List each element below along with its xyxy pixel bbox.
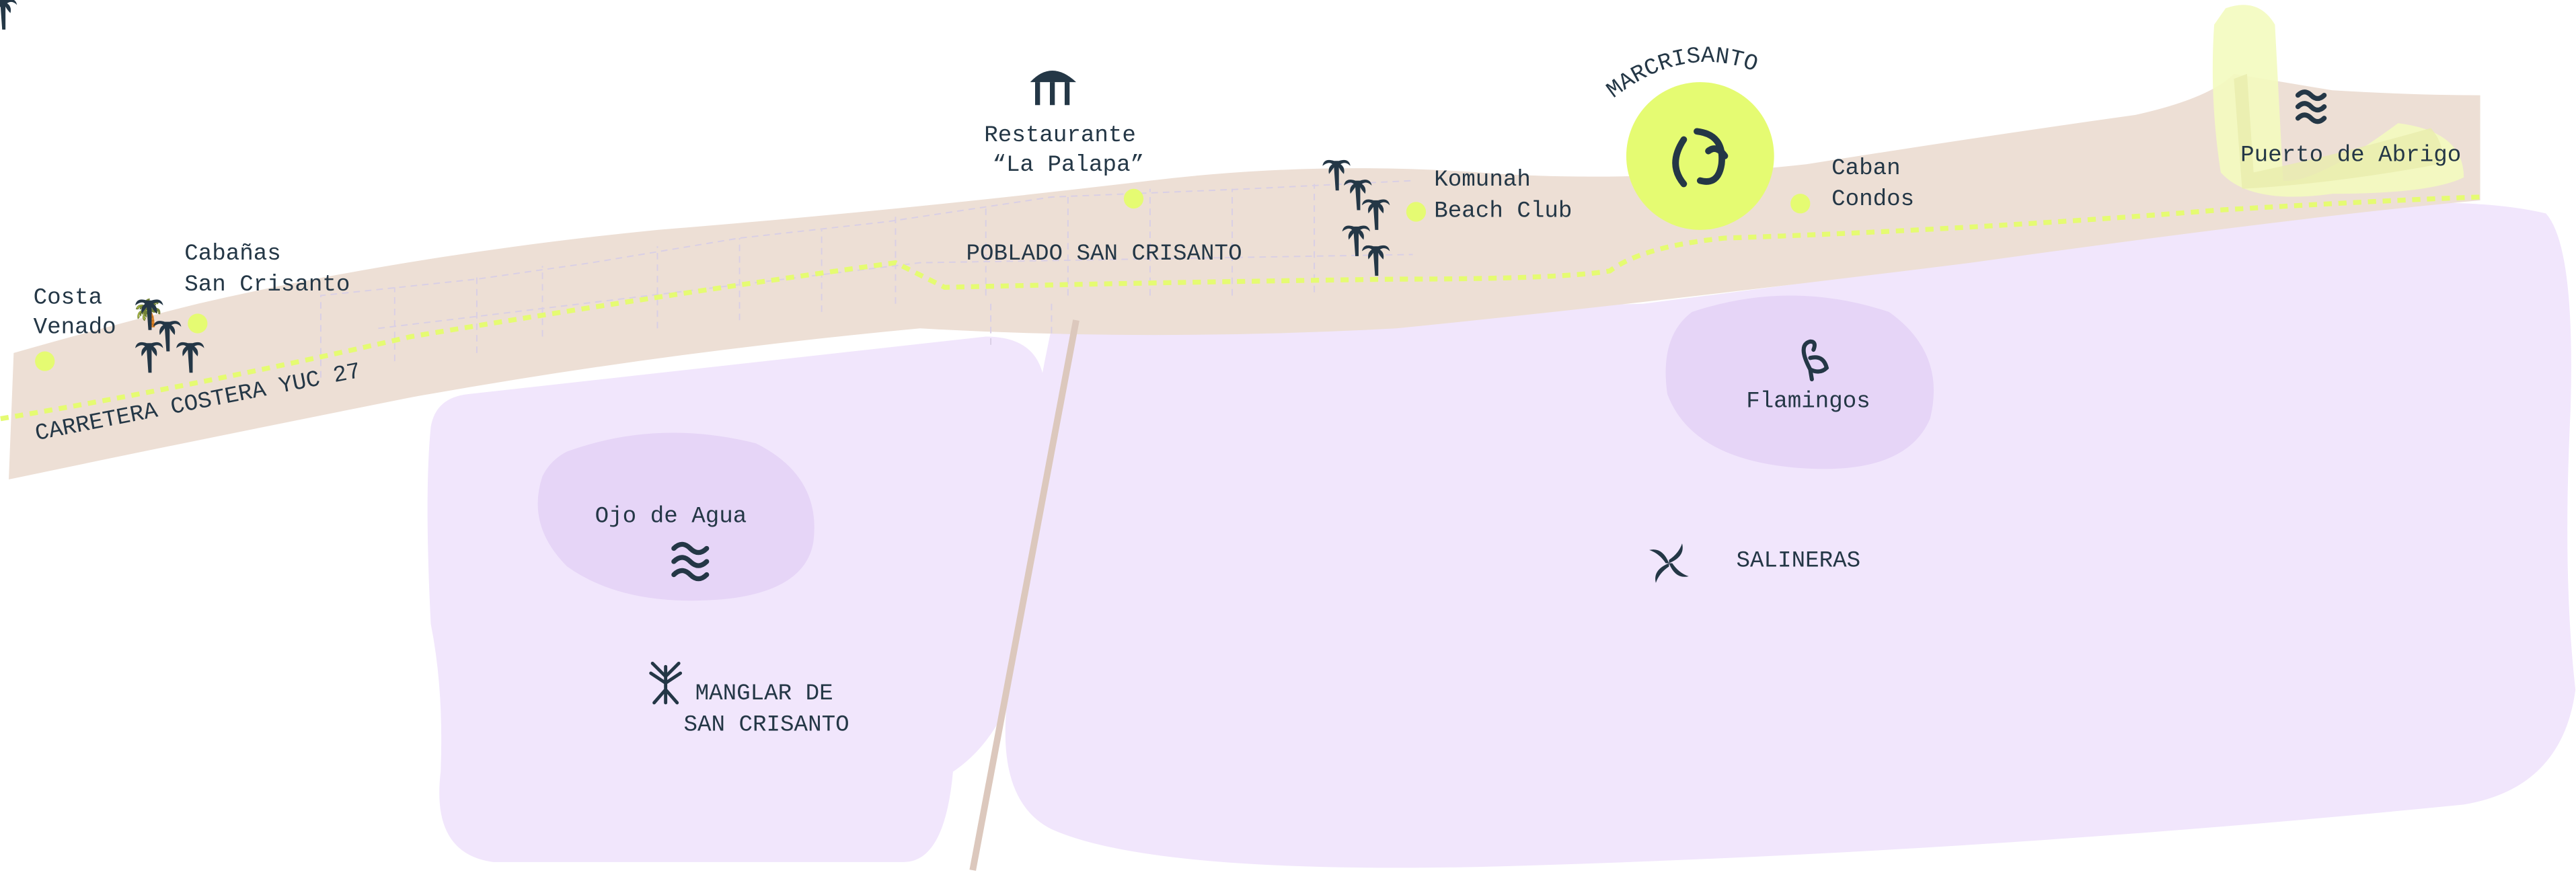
puerto-inner [2234, 73, 2442, 189]
mangrove-icon [649, 661, 683, 705]
label-komunah-2: Beach Club [1434, 198, 1572, 224]
marcrisanto-marker[interactable] [1626, 82, 1774, 230]
label-cabanas-2: San Crisanto [184, 272, 350, 298]
ojo-de-agua-pond [537, 432, 815, 601]
label-condos: Condos [1831, 187, 1914, 213]
flamingos-pond [1665, 295, 1934, 469]
label-restaurante: Restaurante [984, 123, 1136, 149]
costa-venado-marker[interactable] [35, 351, 55, 371]
coastal-land [9, 73, 2480, 479]
label-cabanas: Cabañas [184, 241, 281, 267]
marcrisanto-logo-icon [1672, 128, 1729, 188]
waves-icon-puerto [2295, 89, 2327, 124]
label-caban: Caban [1831, 156, 1901, 182]
waves-icon-ojo [671, 541, 710, 582]
label-komunah: Komunah [1434, 167, 1531, 193]
caban-condos-marker[interactable] [1790, 194, 1811, 214]
palapa-icon [1030, 70, 1077, 106]
cabanas-marker[interactable] [188, 313, 208, 334]
label-poblado: POBLADO SAN CRISANTO [966, 241, 1242, 267]
highway-line [0, 194, 2480, 422]
label-costa-venado-2: Venado [34, 315, 116, 341]
label-salineras: SALINERAS [1737, 548, 1861, 574]
dirt-road [969, 319, 1079, 871]
label-restaurante-2: “La Palapa” [993, 153, 1145, 178]
flamingo-icon [1801, 339, 1829, 382]
lagoon-manglar [427, 336, 1045, 862]
label-manglar-2: SAN CRISANTO [684, 712, 849, 738]
restaurante-marker[interactable] [1123, 188, 1144, 209]
pinwheel-icon [1649, 543, 1689, 583]
label-manglar: MANGLAR DE [695, 681, 833, 707]
lagoon-salineras [1005, 202, 2576, 868]
label-ojo-de-agua: Ojo de Agua [595, 504, 747, 529]
label-flamingos: Flamingos [1746, 389, 1870, 415]
label-puerto: Puerto de Abrigo [2240, 143, 2461, 168]
palm-trees-icon [0, 0, 1390, 373]
label-costa-venado: Costa [34, 286, 103, 311]
komunah-marker[interactable] [1406, 202, 1427, 222]
